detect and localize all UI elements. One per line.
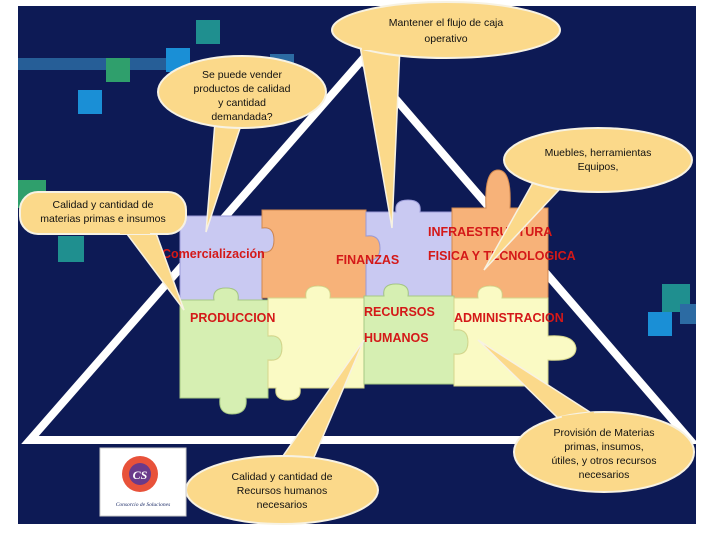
bubble-muebles-line-1: Muebles, herramientas [545,147,652,159]
piece-administracion [453,285,577,387]
bubble-provision-line-3: útiles, y otros recursos [551,455,656,467]
bubble-vender: Se puede vender productos de calidad y c… [157,55,327,233]
logo-monogram: CS [133,468,148,482]
bubble-flujo-caja-line-2: operativo [424,33,467,45]
logo-caption: Consorcio de Soluciones [116,502,170,508]
label-recursos-2: HUMANOS [364,331,429,345]
piece-yellow-center [267,285,365,401]
puzzle [179,169,577,415]
bubble-provision-line-4: necesarios [579,469,630,481]
bubble-rrhh: Calidad y cantidad de Recursos humanos n… [185,339,379,525]
bubble-flujo-caja: Mantener el flujo de caja operativo [331,1,561,229]
label-finanzas: FINANZAS [336,253,399,267]
label-produccion: PRODUCCION [190,311,275,325]
decor-squares-top-left [18,20,294,114]
piece-produccion [179,287,283,415]
bubble-muebles-line-2: Equipos, [578,161,619,173]
label-infraestructura-1: INFRAESTRUCTURA [428,225,552,239]
bubble-rrhh-line-2: Recursos humanos [237,485,327,497]
bubble-muebles: Muebles, herramientas Equipos, [483,127,693,271]
bubble-materias: Calidad y cantidad de materias primas e … [19,191,187,311]
label-administracion: ADMINISTRACION [454,311,564,325]
bubble-rrhh-line-1: Calidad y cantidad de [232,471,333,483]
bubble-vender-line-4: demandada? [211,111,272,123]
bubble-vender-line-2: productos de calidad [194,83,291,95]
decor-squares-right [648,284,696,336]
logo: CS Consorcio de Soluciones [99,447,187,517]
bubble-provision-line-2: primas, insumos, [564,441,643,453]
bubble-flujo-caja-line-1: Mantener el flujo de caja [389,17,504,29]
bubble-rrhh-line-3: necesarios [257,499,308,511]
bubble-provision-line-1: Provisión de Materias [554,427,655,439]
label-recursos-1: RECURSOS [364,305,435,319]
bubble-materias-line-2: materias primas e insumos [40,213,165,225]
label-infraestructura-2: FISICA Y TECNOLOGICA [428,249,576,263]
bubble-vender-line-1: Se puede vender [202,69,282,81]
label-comercializacion: Comercialización [162,247,265,261]
bubble-materias-line-1: Calidad y cantidad de [53,199,154,211]
bubble-provision: Provisión de Materias primas, insumos, ú… [477,339,695,493]
bubble-vender-line-3: y cantidad [218,97,266,109]
